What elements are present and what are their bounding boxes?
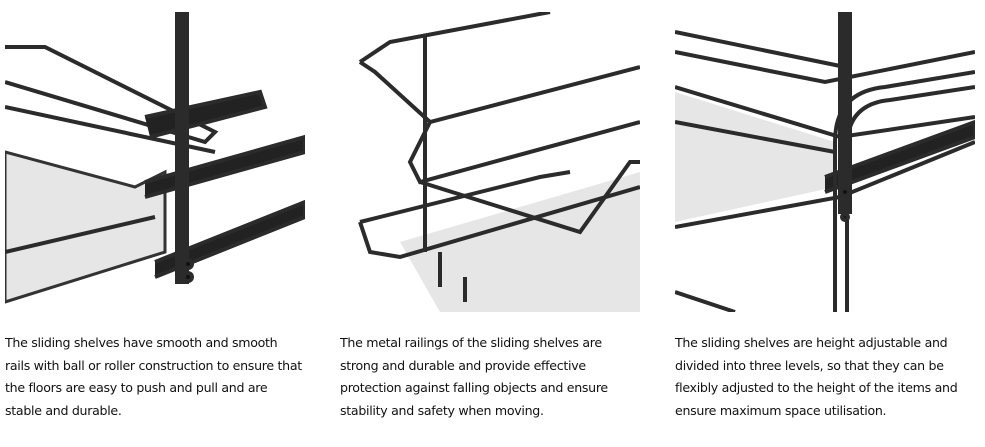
feature-caption: The sliding shelves are height adjustabl… — [675, 335, 958, 418]
feature-card-adjustable: The sliding shelves are height adjustabl… — [675, 12, 975, 422]
height-adjustable-image — [675, 12, 975, 312]
metal-railing-image — [340, 12, 640, 312]
feature-caption: The metal railings of the sliding shelve… — [340, 335, 608, 418]
sliding-rails-image — [5, 12, 305, 312]
feature-card-railings: The metal railings of the sliding shelve… — [340, 12, 640, 422]
feature-caption: The sliding shelves have smooth and smoo… — [5, 335, 302, 418]
feature-card-rails: The sliding shelves have smooth and smoo… — [5, 12, 305, 422]
